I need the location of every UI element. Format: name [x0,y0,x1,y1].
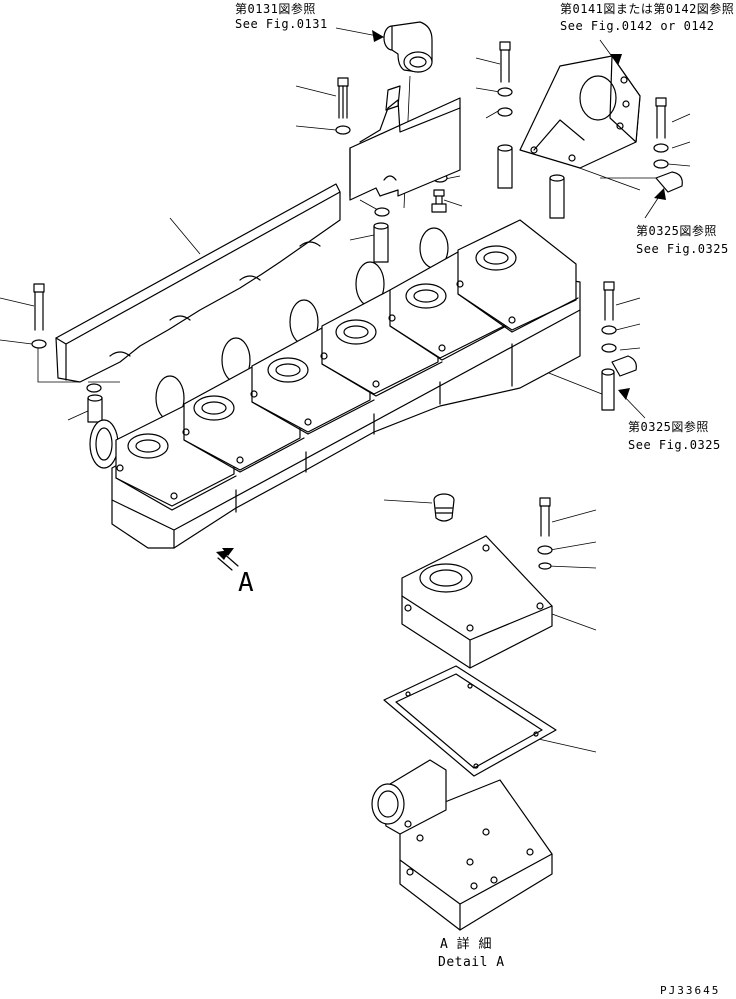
ref-fig-0325-jp-2: 第0325図参照 [628,420,709,434]
drawing-number: PJ33645 [660,984,721,997]
ref-fig-0325-en: See Fig.0325 [636,242,729,256]
ref-fig-0131-en: See Fig.0131 [235,17,328,31]
head-cover [457,219,579,333]
detail-a-head [371,759,553,931]
ref-fig-0141-en: See Fig.0142 or 0142 [560,19,715,33]
heat-shield [349,85,461,201]
detail-a-plug [433,493,455,522]
detail-a-title-en: Detail A [438,955,505,970]
elbow-fitting [383,21,433,73]
ref-fig-0141-jp: 第0141図または第0142図参照 [560,2,735,16]
detail-a-cover [401,535,553,669]
ref-fig-0131-jp: 第0131図参照 [235,2,316,16]
ref-fig-0325-jp: 第0325図参照 [636,224,717,238]
detail-a-gasket [383,665,557,777]
spacer-tube [87,144,615,423]
arrowhead [372,30,384,42]
cylinder-head-assembly [89,219,581,549]
view-arrow [216,548,239,571]
bolts [33,41,667,537]
rocker-cover-rail [55,183,341,383]
detail-a-title-jp: A 詳 細 [440,937,492,952]
view-marker-a: A [238,568,255,598]
mounting-bracket [519,55,641,169]
arrowhead [654,188,666,200]
clips [611,171,683,377]
arrowhead [618,388,630,400]
ref-fig-0325-en-2: See Fig.0325 [628,438,721,452]
